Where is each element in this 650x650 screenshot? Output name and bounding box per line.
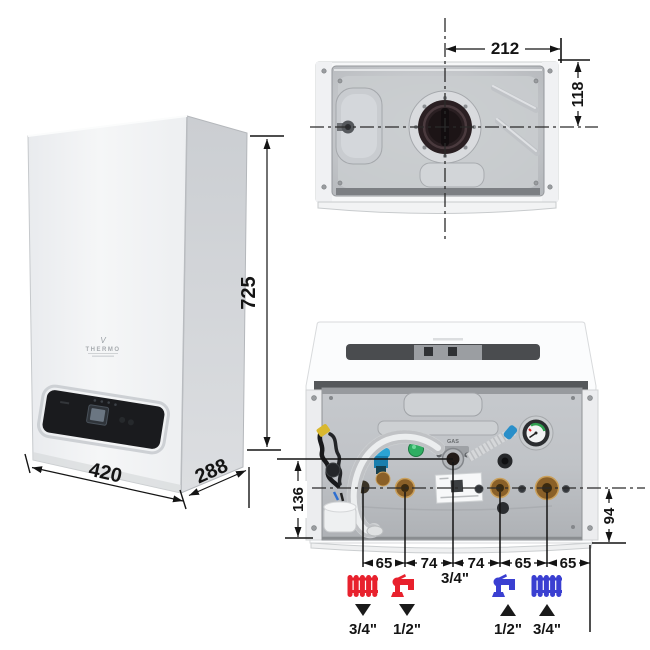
- cable-connector: [316, 424, 330, 437]
- fitting-small-2: [518, 485, 526, 493]
- spacing-label-3: 74: [468, 555, 485, 572]
- arrow-down-marker-1: [355, 604, 371, 616]
- top-panel-groove: [336, 188, 540, 195]
- dim-flue-depth-label: 118: [570, 81, 587, 107]
- control-button-1: [119, 416, 126, 423]
- size-label-heating-flow: 3/4": [349, 621, 377, 638]
- spacing-label-1: 65: [376, 555, 393, 572]
- gauge-green-arc: [530, 422, 546, 432]
- spacing-label-2: 74: [421, 555, 438, 572]
- dim-flue-offset-label: 212: [491, 39, 519, 58]
- ext-line-right: [179, 489, 187, 510]
- ext-line-left: [24, 453, 31, 474]
- brand-subtext: [92, 355, 114, 357]
- fitting-black-left: [325, 462, 341, 478]
- wire-blue: [332, 491, 340, 501]
- brand-text: THERMO: [86, 347, 121, 353]
- wire-black: [339, 492, 345, 502]
- top-casing-screws: [321, 68, 553, 190]
- fitting-black-low: [497, 502, 509, 514]
- tap-icon-red: [391, 574, 414, 597]
- dim-flue-depth: 118: [569, 62, 587, 126]
- tap-icon-blue: [492, 574, 515, 597]
- top-casing-lip: [317, 201, 557, 214]
- spacing-label-5: 65: [560, 555, 577, 572]
- blue-clip: [503, 425, 518, 440]
- size-label-cold-inlet: 1/2": [494, 621, 522, 638]
- bottom-casing-lip: [310, 542, 593, 554]
- top-chevron-embosses: [491, 85, 540, 156]
- fitting-under-valve: [375, 471, 391, 487]
- spacing-label-4: 65: [515, 555, 532, 572]
- bottom-handle-emboss: [403, 392, 483, 417]
- brand-mark-faint: [433, 338, 463, 341]
- gas-size-label: 3/4": [441, 570, 469, 587]
- radiator-icon-red: [347, 575, 378, 597]
- fitting-small-3: [562, 485, 570, 493]
- top-casing-left-strip: [316, 62, 332, 202]
- hose-end: [366, 525, 384, 537]
- boiler-top-edge-highlight: [27, 115, 188, 137]
- bottom-view: GAS: [277, 321, 645, 638]
- siphon-cap: [323, 501, 357, 533]
- dim-right-clearance: 94: [592, 489, 626, 544]
- bottom-shadow-strip: [314, 381, 588, 391]
- arrow-down-marker-2: [399, 604, 415, 616]
- bottom-lower-emboss: [351, 505, 553, 511]
- boiler-front-edge: [180, 115, 188, 494]
- brand-mark: V: [100, 336, 106, 345]
- dim-height-label: 725: [238, 276, 260, 309]
- top-left-emboss: [335, 87, 383, 165]
- dim-left-clearance: 136: [285, 461, 313, 539]
- dim-text-bg: [569, 78, 586, 111]
- dim-line-width: [31, 466, 184, 503]
- top-casing-right-strip: [542, 62, 558, 202]
- bottom-flange-screws: [311, 395, 593, 531]
- flue-screws: [414, 96, 476, 158]
- dim-right-clearance-label: 94: [601, 507, 618, 524]
- dim-height: 725: [238, 135, 284, 451]
- green-cap-highlight: [412, 445, 416, 449]
- control-button-2: [127, 419, 134, 426]
- arrow-up-marker-2: [539, 604, 555, 616]
- top-bottom-emboss: [419, 162, 485, 188]
- front-view: V THERMO 725: [24, 115, 284, 510]
- dim-line-depth: [188, 469, 247, 497]
- sticker-label: [434, 472, 484, 504]
- radiator-icon-blue: [531, 575, 562, 597]
- control-label: [60, 401, 70, 405]
- bottom-display-slot: [346, 338, 540, 360]
- dim-spacings: 65 74 74 65 65: [363, 555, 590, 572]
- size-label-dhw-hot: 1/2": [393, 621, 421, 638]
- dim-text-bg: [290, 481, 307, 518]
- pressure-gauge: [518, 415, 554, 451]
- top-view: 212 118: [310, 18, 598, 243]
- dim-text-bg: [601, 503, 617, 529]
- brand-logo: V THERMO: [86, 336, 121, 357]
- dim-flue-offset: 212: [446, 38, 590, 63]
- control-display-screen: [89, 408, 106, 422]
- dim-left-clearance-label: 136: [290, 487, 307, 512]
- control-panel: [37, 384, 170, 455]
- gauge-red-mark: [528, 428, 532, 432]
- connection-drop-lines: [362, 462, 591, 632]
- control-display-icons: [93, 399, 117, 406]
- connection-legend: 3/4" 3/4" 1/2" 1/2": [347, 570, 562, 638]
- power-cable: [316, 424, 345, 502]
- size-label-heating-return: 3/4": [533, 621, 561, 638]
- fitting-small-1: [474, 484, 484, 494]
- gas-label: GAS: [447, 439, 459, 445]
- bottom-right-flange: [580, 389, 599, 541]
- dim-text-bg: [485, 39, 525, 56]
- control-panel-rim: [37, 384, 170, 455]
- bottom-left-flange: [305, 389, 324, 541]
- arrow-up-marker-1: [500, 604, 516, 616]
- bottom-panel-top-groove: [322, 388, 582, 394]
